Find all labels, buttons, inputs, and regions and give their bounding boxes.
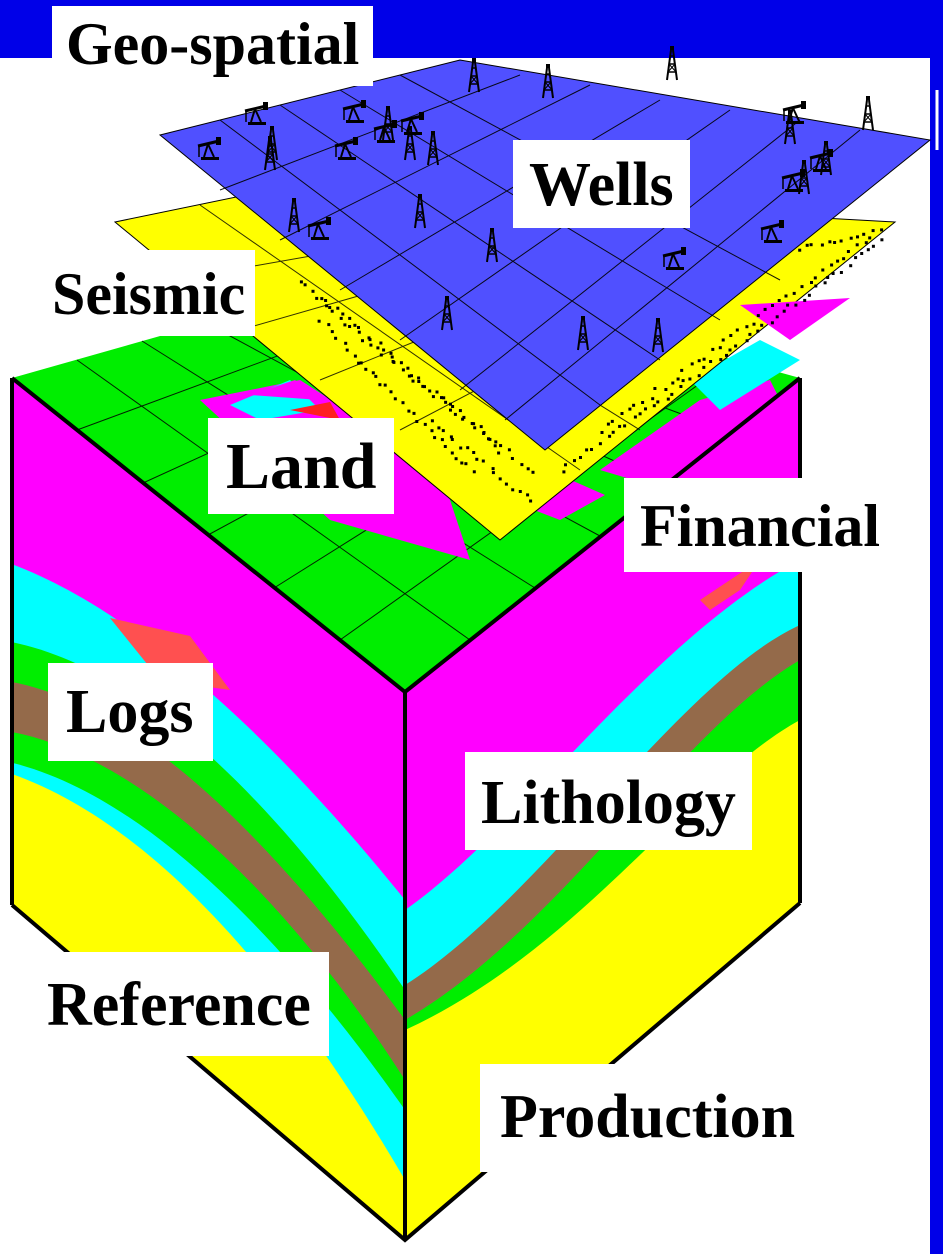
right-blue-band [930,0,943,1254]
label-seismic: Seismic [42,250,256,336]
oil-derrick-icon [862,95,874,131]
label-financial: Financial [624,478,891,572]
label-logs: Logs [48,663,214,761]
label-land: Land [208,418,395,514]
label-wells: Wells [513,140,690,228]
label-lithology: Lithology [465,752,752,850]
label-reference: Reference [29,952,329,1056]
seismic-shot-points [299,228,884,503]
label-production: Production [480,1064,816,1172]
label-geo-spatial: Geo-spatial [52,6,374,86]
